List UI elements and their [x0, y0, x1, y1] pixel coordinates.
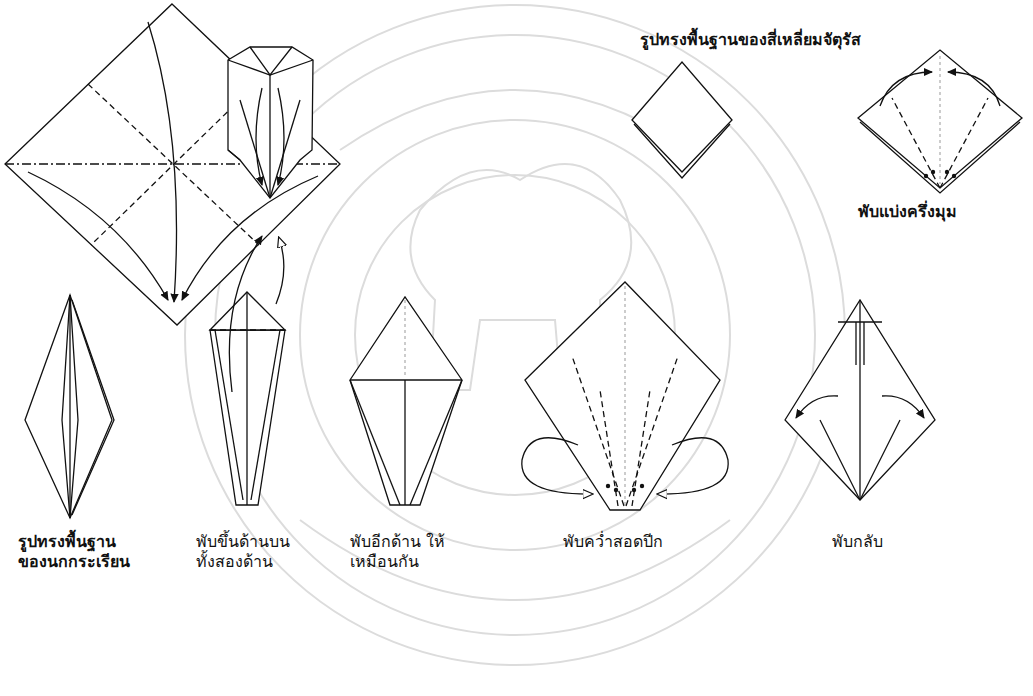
- collapse-step: [228, 47, 313, 198]
- kite-fold-step: [858, 50, 1022, 193]
- fold-back-step: [785, 300, 935, 500]
- reverse-fold-step: [522, 282, 728, 510]
- step-caption: พับคว่ำสอดปีก: [563, 532, 723, 552]
- step-caption: รูปทรงพื้นฐาน ของนกกระเรียน: [18, 532, 146, 572]
- fold-up-step: [210, 236, 285, 505]
- figure-heading: รูปทรงพื้นฐานของสี่เหลี่ยมจัตุรัส: [640, 30, 940, 50]
- step-caption: พับแบ่งครึ่งมุม: [858, 202, 1028, 222]
- square-base: [632, 62, 732, 178]
- crane-base: [25, 295, 114, 518]
- square-sheet: [5, 4, 340, 325]
- watermark-seal: [185, 5, 845, 665]
- step-caption: พับขึ้นด้านบน ทั้งสองด้าน: [196, 532, 314, 572]
- step-caption: พับอีกด้าน ให้เหมือนกัน: [350, 532, 462, 572]
- repeat-step: [350, 297, 462, 505]
- step-caption: พับกลับ: [832, 532, 942, 552]
